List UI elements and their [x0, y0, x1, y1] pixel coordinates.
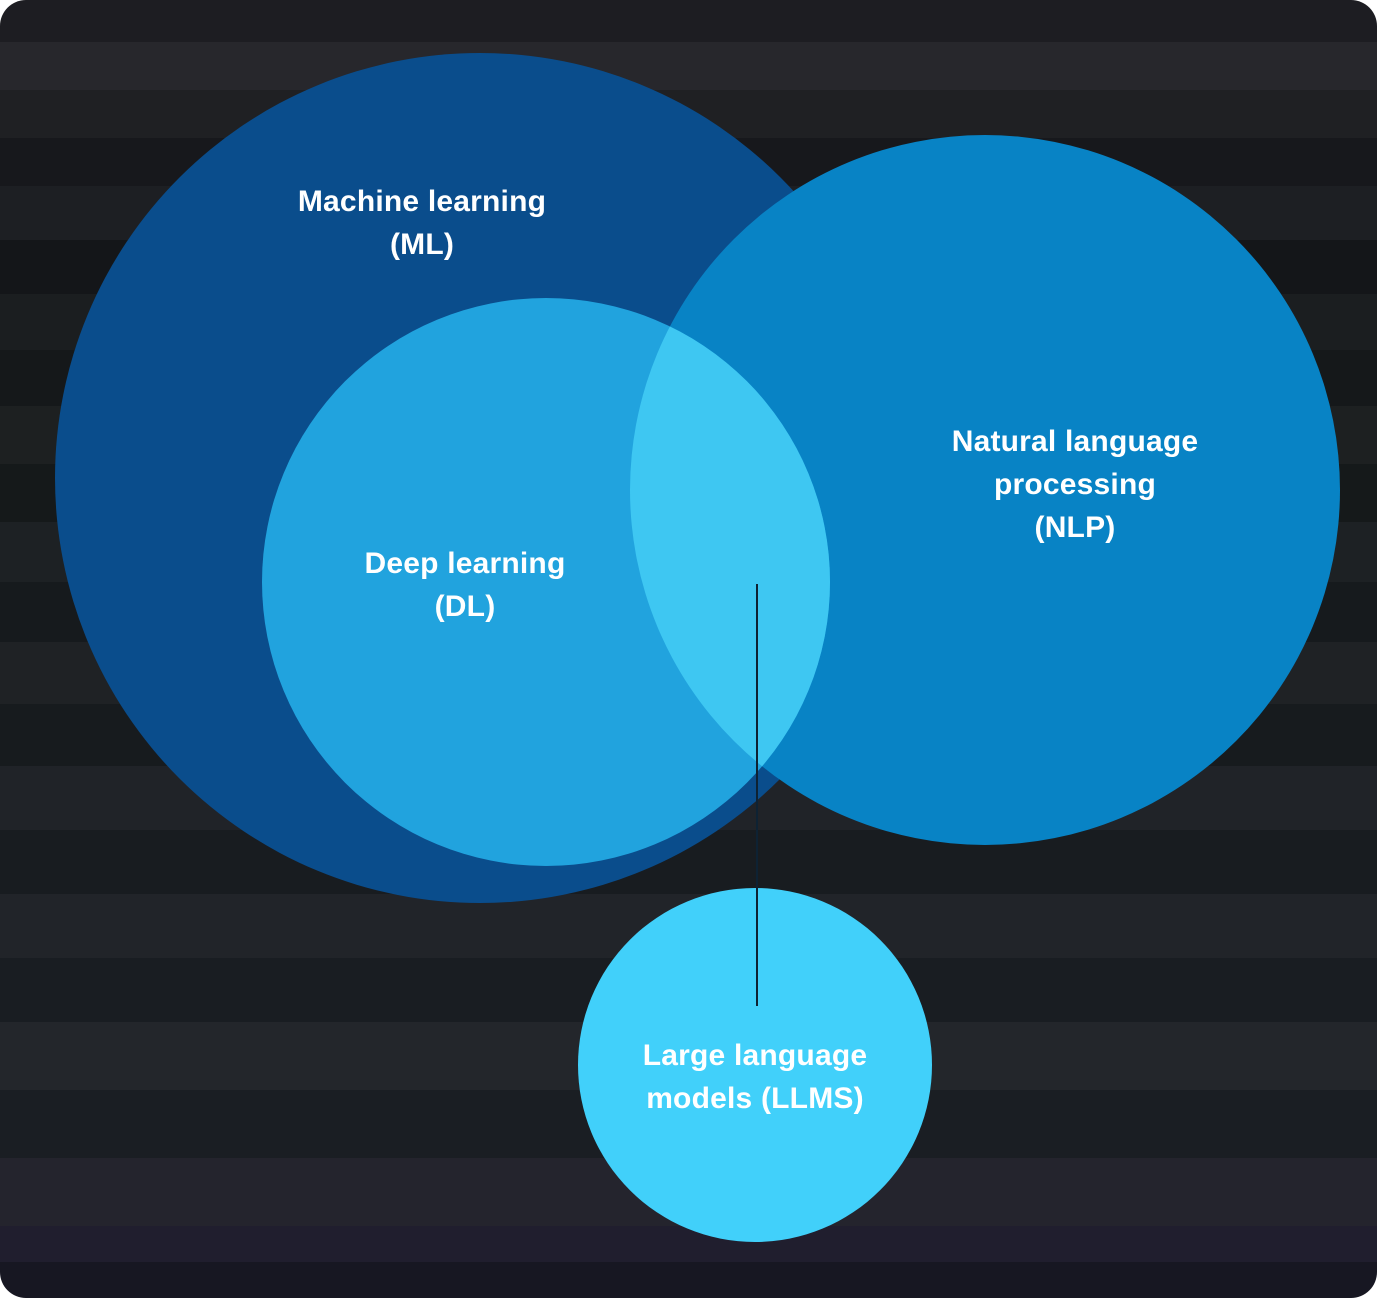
llm-circle — [578, 888, 932, 1242]
